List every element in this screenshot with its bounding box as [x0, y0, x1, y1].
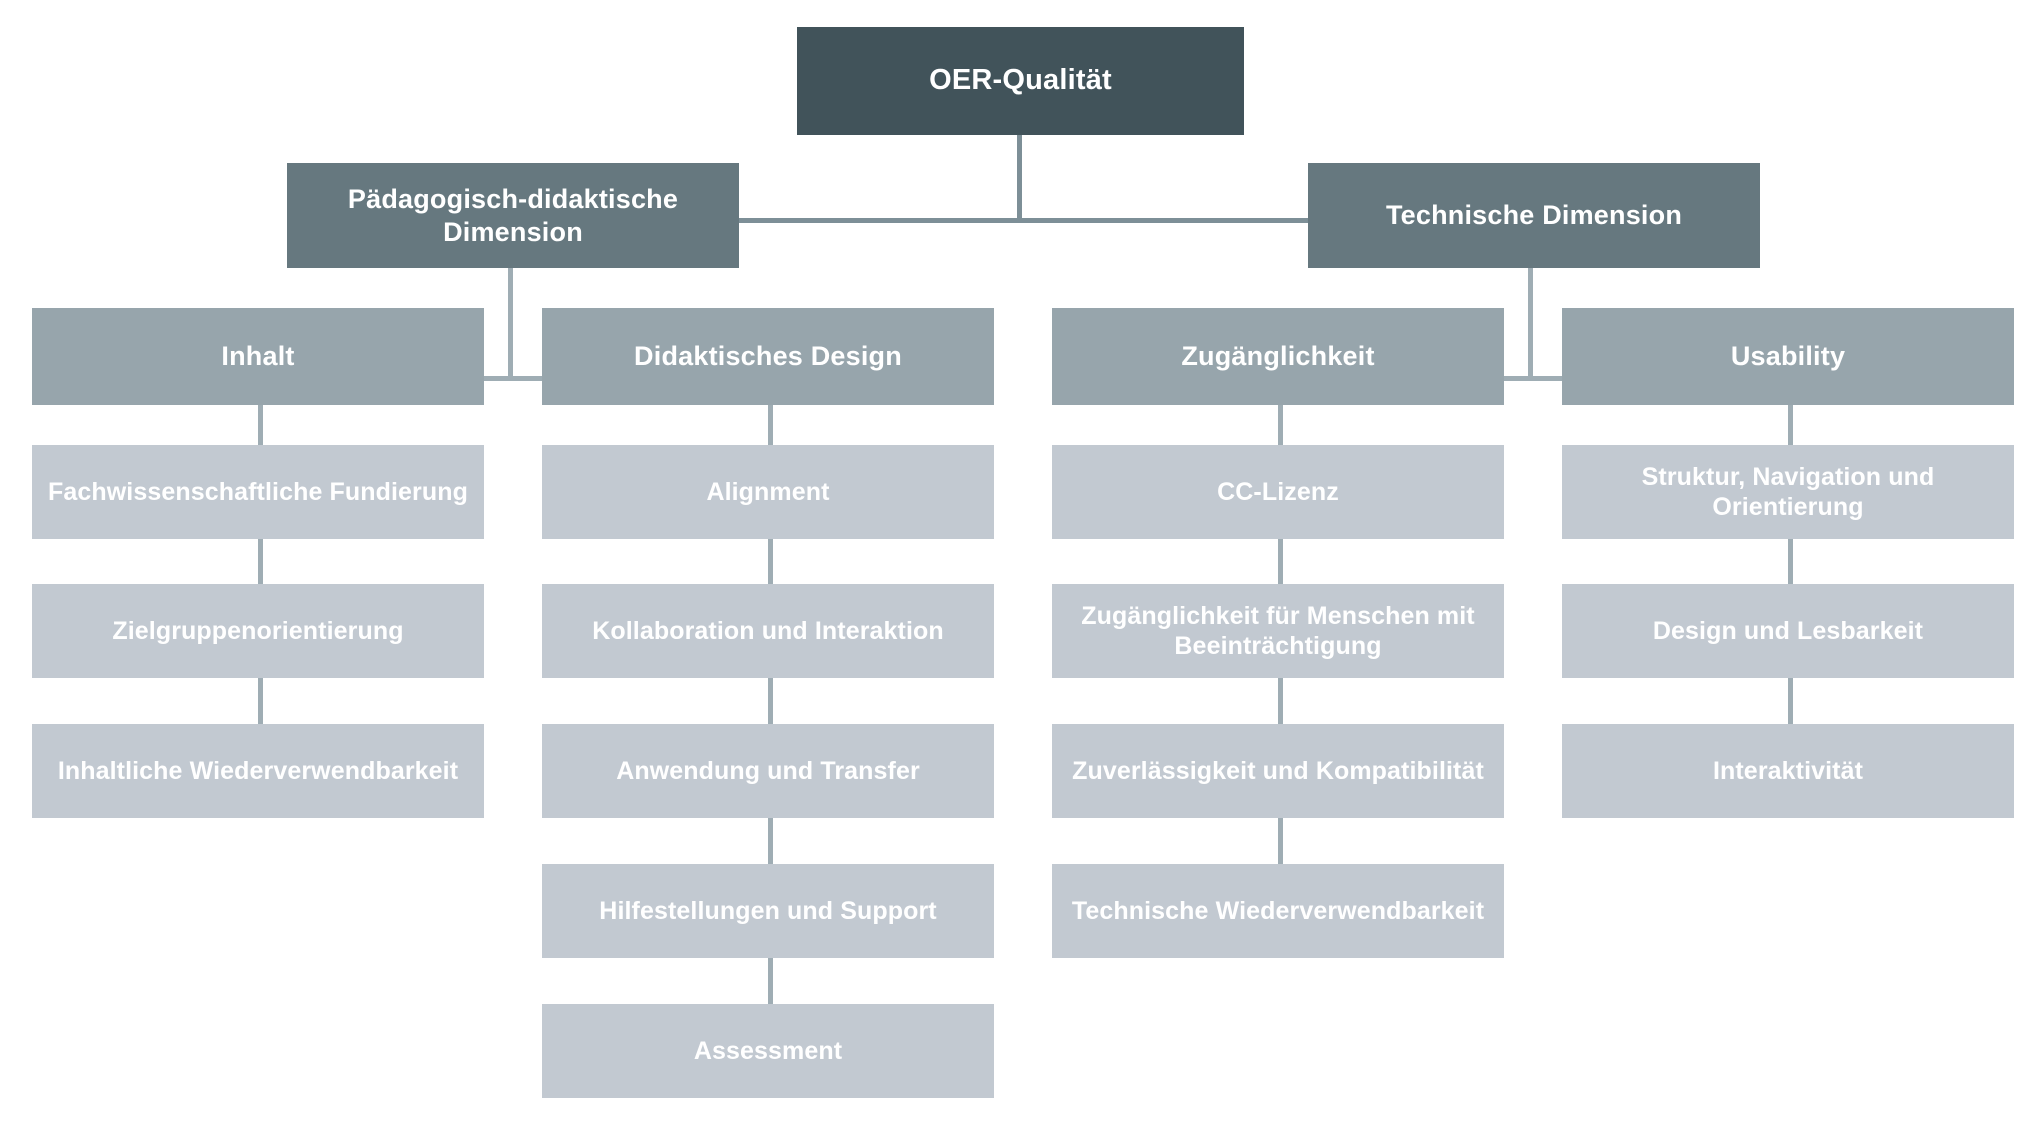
node-label: Hilfestellungen und Support: [599, 896, 937, 925]
node-label: Technische Wiederverwendbarkeit: [1071, 896, 1485, 925]
node-leaf-interaktivitaet[interactable]: Interaktivität: [1562, 724, 2014, 818]
node-dimension-technisch[interactable]: Technische Dimension: [1308, 163, 1760, 268]
node-leaf-zugaenglichkeit-fuer-menschen-mit-beeintraechtigung[interactable]: Zugänglichkeit für Menschen mit Beeinträ…: [1052, 584, 1504, 678]
node-leaf-alignment[interactable]: Alignment: [542, 445, 994, 539]
node-leaf-anwendung-und-transfer[interactable]: Anwendung und Transfer: [542, 724, 994, 818]
node-label: Anwendung und Transfer: [616, 756, 920, 785]
node-leaf-zuverlaessigkeit-und-kompatibilitaet[interactable]: Zuverlässigkeit und Kompatibilität: [1052, 724, 1504, 818]
node-label: CC-Lizenz: [1217, 477, 1339, 506]
connector-left-category-bar: [258, 376, 768, 381]
connector-left-dimension-stem: [508, 268, 513, 381]
node-label: Design und Lesbarkeit: [1652, 616, 1924, 645]
node-root-oer-qualitaet[interactable]: OER-Qualität: [797, 27, 1244, 135]
node-label: Zugänglichkeit für Menschen mit Beeinträ…: [1081, 601, 1475, 661]
node-label: Alignment: [706, 477, 830, 506]
node-category-zugaenglichkeit[interactable]: Zugänglichkeit: [1052, 308, 1504, 405]
node-leaf-technische-wiederverwendbarkeit[interactable]: Technische Wiederverwendbarkeit: [1052, 864, 1504, 958]
node-leaf-zielgruppenorientierung[interactable]: Zielgruppenorientierung: [32, 584, 484, 678]
node-leaf-inhaltliche-wiederverwendbarkeit[interactable]: Inhaltliche Wiederverwendbarkeit: [32, 724, 484, 818]
node-label: Technische Dimension: [1385, 200, 1683, 231]
node-label: Didaktisches Design: [634, 341, 902, 372]
connector-right-category-bar: [1278, 376, 1788, 381]
connector-root-stem: [1017, 135, 1022, 220]
node-label: Fachwissenschaftliche Fundierung: [48, 477, 468, 506]
node-label: Zuverlässigkeit und Kompatibilität: [1072, 756, 1484, 785]
node-leaf-design-und-lesbarkeit[interactable]: Design und Lesbarkeit: [1562, 584, 2014, 678]
node-label: Kollaboration und Interaktion: [592, 616, 944, 645]
node-category-didaktisches-design[interactable]: Didaktisches Design: [542, 308, 994, 405]
node-label: Inhaltliche Wiederverwendbarkeit: [57, 756, 459, 785]
node-dimension-paedagogisch-didaktisch[interactable]: Pädagogisch-didaktische Dimension: [287, 163, 739, 268]
node-label: Struktur, Navigation und Orientierung: [1641, 462, 1935, 522]
node-leaf-assessment[interactable]: Assessment: [542, 1004, 994, 1098]
node-leaf-kollaboration-und-interaktion[interactable]: Kollaboration und Interaktion: [542, 584, 994, 678]
node-label: Usability: [1730, 341, 1846, 372]
connector-dimension-bar: [404, 218, 1742, 223]
node-label: Pädagogisch-didaktische Dimension: [347, 183, 679, 247]
node-label: Interaktivität: [1712, 756, 1864, 785]
node-label: Zielgruppenorientierung: [112, 616, 404, 645]
node-category-usability[interactable]: Usability: [1562, 308, 2014, 405]
node-label: OER-Qualität: [929, 64, 1112, 97]
node-leaf-cc-lizenz[interactable]: CC-Lizenz: [1052, 445, 1504, 539]
node-label: Inhalt: [221, 341, 295, 372]
connector-right-dimension-stem: [1528, 268, 1533, 381]
node-label: Zugänglichkeit: [1181, 341, 1375, 372]
node-category-inhalt[interactable]: Inhalt: [32, 308, 484, 405]
node-leaf-fachwissenschaftliche-fundierung[interactable]: Fachwissenschaftliche Fundierung: [32, 445, 484, 539]
node-leaf-hilfestellungen-und-support[interactable]: Hilfestellungen und Support: [542, 864, 994, 958]
node-label: Assessment: [693, 1036, 843, 1065]
node-leaf-struktur-navigation-und-orientierung[interactable]: Struktur, Navigation und Orientierung: [1562, 445, 2014, 539]
